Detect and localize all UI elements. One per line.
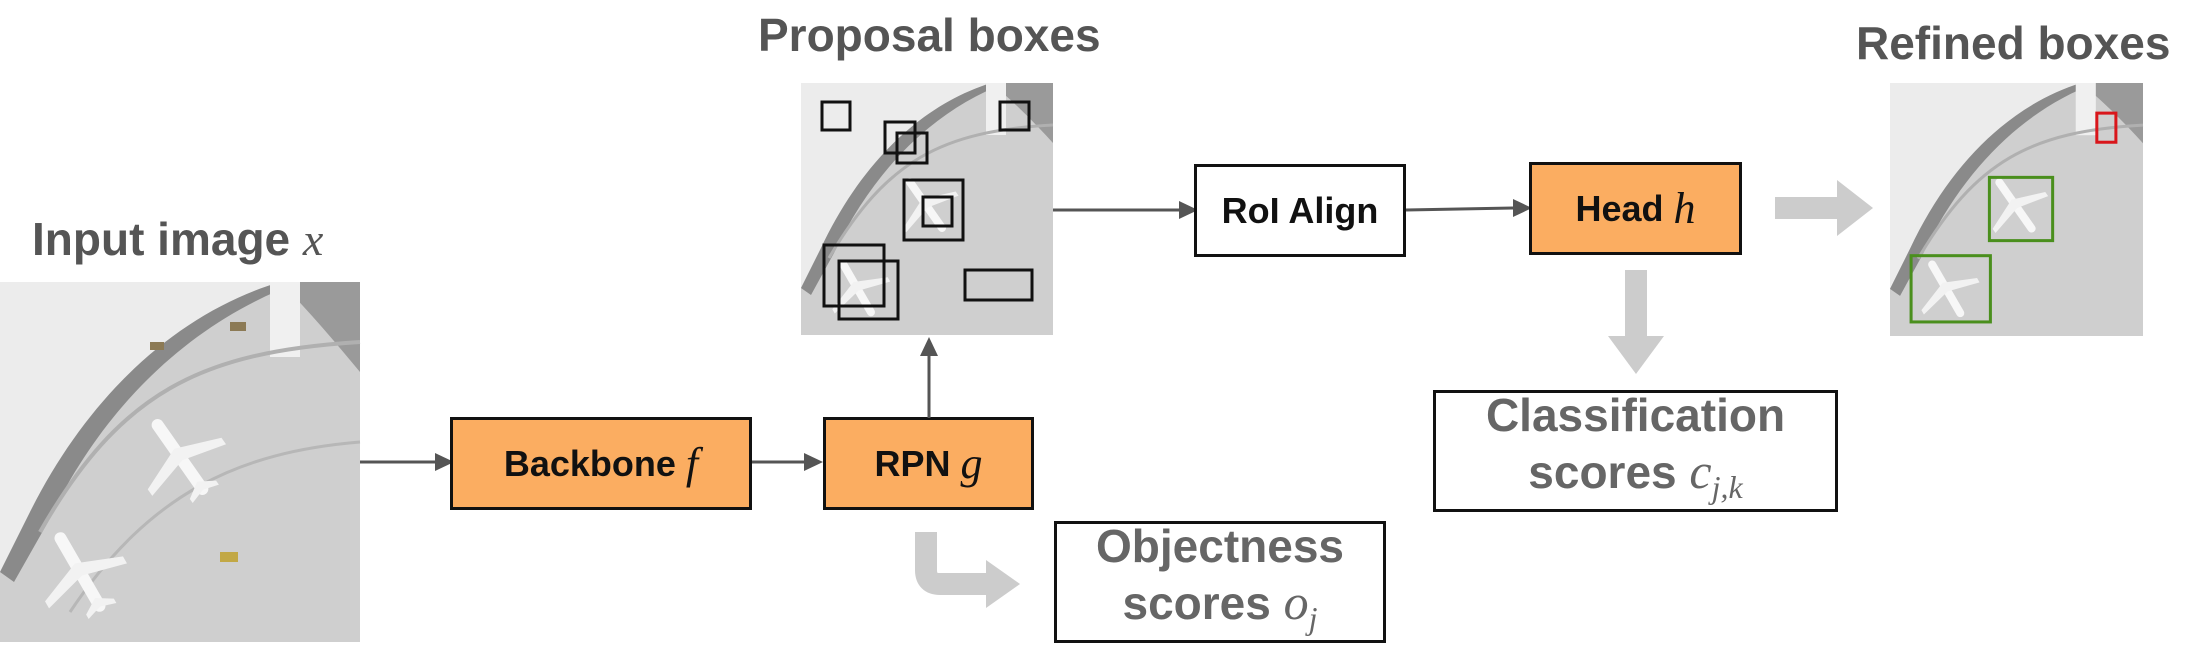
rpn-label: RPN — [874, 442, 951, 484]
arrow-head-to-classification — [1608, 270, 1664, 374]
roi-align-label: RoI Align — [1221, 189, 1379, 231]
arrow-roi-to-head — [1405, 199, 1532, 217]
proposal-box-outlines — [820, 100, 1034, 321]
airplane-icon — [45, 532, 127, 619]
proposal-aerial-image — [801, 83, 1054, 335]
classification-var: c — [1689, 442, 1712, 499]
refined-aerial-image — [1890, 83, 2144, 336]
objectness-scores-word: scores — [1122, 576, 1271, 629]
input-aerial-image — [0, 282, 361, 642]
refined-boxes-title: Refined boxes — [1856, 16, 2170, 70]
backbone-box: Backbone f — [450, 417, 752, 510]
roi-align-box: RoI Align — [1194, 164, 1406, 257]
airplane-icon — [147, 419, 227, 504]
airplane-icon — [1921, 260, 1980, 318]
head-box: Head h — [1529, 162, 1742, 255]
objectness-sub: j — [1308, 600, 1318, 637]
rpn-var: g — [960, 439, 983, 488]
classification-line1: Classification — [1485, 388, 1786, 441]
classification-sub: j,k — [1711, 469, 1743, 506]
input-image-title-text: Input image — [32, 213, 291, 265]
arrow-input-to-backbone — [360, 453, 454, 471]
arrow-rpn-to-proposals — [920, 337, 938, 418]
airplane-icon — [1992, 178, 2049, 233]
refined-box-outlines — [1909, 111, 2118, 324]
objectness-var: o — [1283, 573, 1309, 630]
arrow-proposals-to-roi — [1053, 201, 1198, 219]
refined-boxes-title-text: Refined boxes — [1856, 17, 2171, 69]
backbone-var: f — [685, 439, 699, 488]
classification-scores-box: Classification scores cj,k — [1433, 388, 1838, 515]
rpn-box: RPN g — [823, 417, 1034, 510]
arrow-head-to-refined — [1775, 180, 1873, 236]
arrow-backbone-to-rpn — [752, 453, 823, 471]
objectness-line2: scores oj — [1122, 574, 1317, 646]
head-var: h — [1673, 184, 1696, 233]
objectness-line1: Objectness — [1096, 519, 1344, 572]
proposal-boxes-title: Proposal boxes — [758, 8, 1101, 62]
head-label: Head — [1575, 187, 1664, 229]
input-image-var: x — [302, 214, 324, 265]
input-image-title: Input image x — [32, 212, 323, 266]
objectness-scores-box: Objectness scores oj — [1054, 519, 1386, 646]
backbone-label: Backbone — [503, 442, 676, 484]
arrow-rpn-to-objectness — [915, 532, 1020, 608]
classification-line2: scores cj,k — [1528, 443, 1742, 515]
proposal-boxes-title-text: Proposal boxes — [758, 9, 1101, 61]
classification-scores-word: scores — [1528, 445, 1677, 498]
